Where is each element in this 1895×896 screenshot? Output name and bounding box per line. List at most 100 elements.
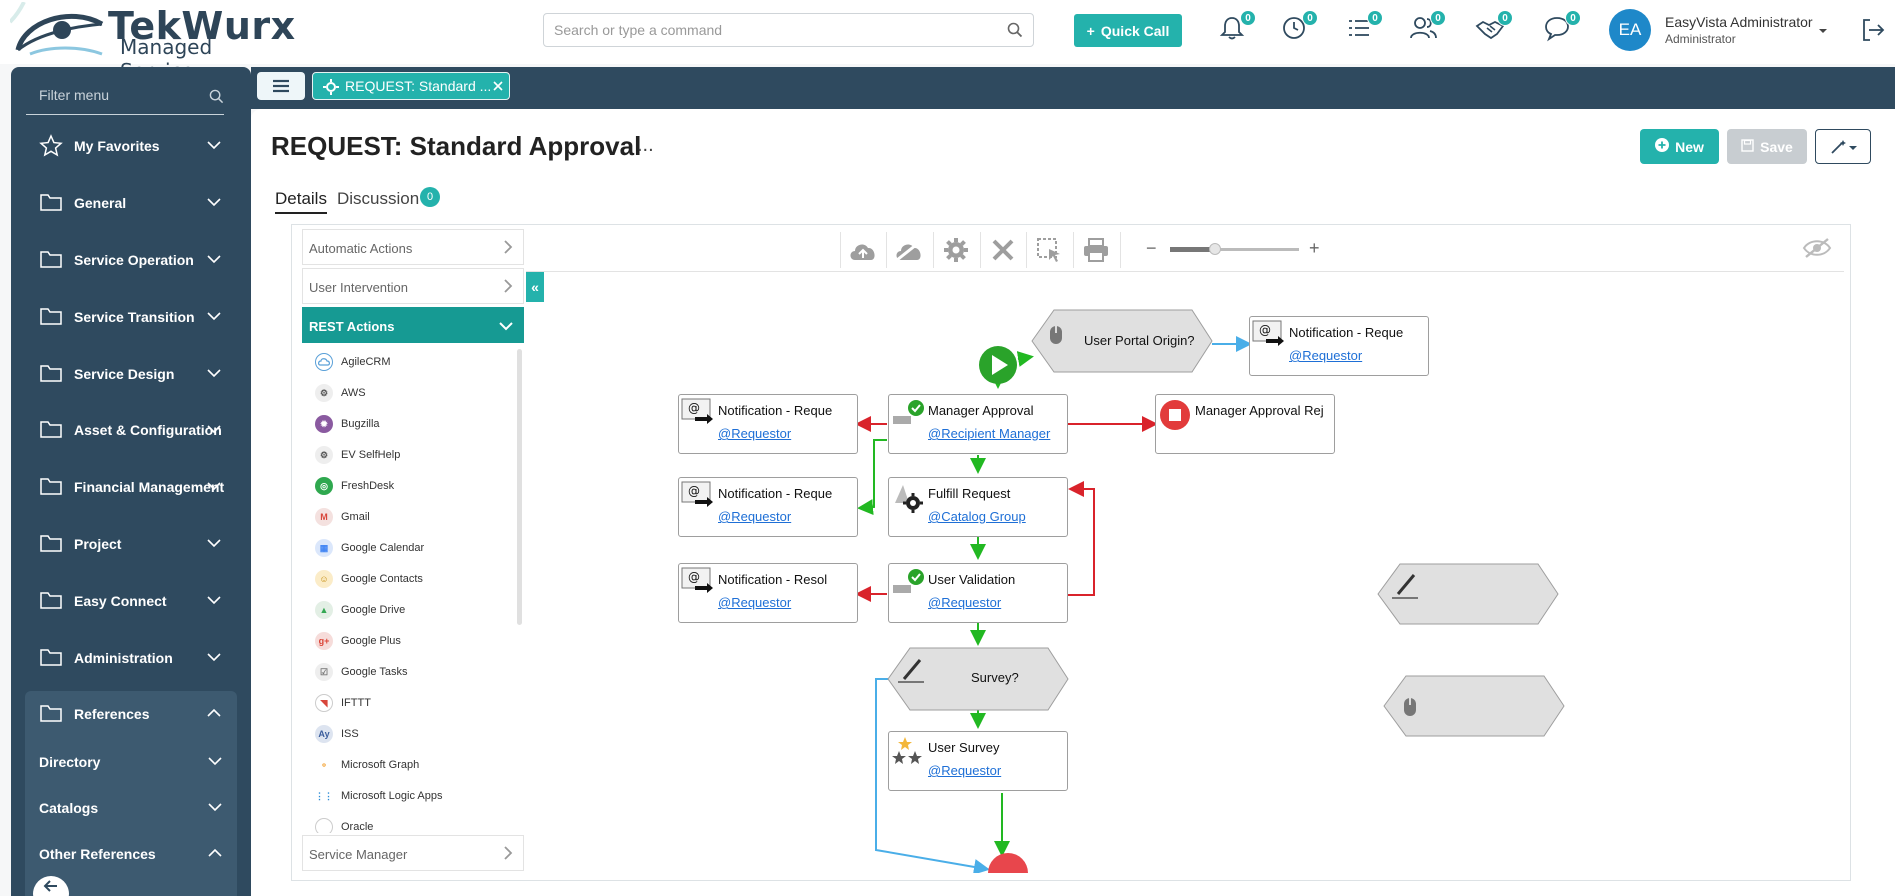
- sidebar-subitem-catalogs[interactable]: Catalogs: [25, 788, 237, 828]
- new-button[interactable]: New: [1640, 129, 1719, 164]
- list-item[interactable]: ☑Google Tasks: [315, 662, 407, 682]
- node-assignee-link[interactable]: @Recipient Manager: [928, 426, 1051, 441]
- node-notification-1[interactable]: @ Notification - Reque @Requestor: [678, 394, 858, 454]
- brand-logo[interactable]: TekWurx Managed Service: [8, 1, 295, 83]
- magic-wand-dropdown-button[interactable]: [1815, 129, 1871, 164]
- list-item[interactable]: Oracle: [315, 817, 373, 833]
- list-item[interactable]: ▲Google Drive: [315, 600, 405, 620]
- search-icon[interactable]: [209, 89, 224, 109]
- node-assignee-link[interactable]: @Requestor: [928, 763, 1002, 778]
- sidebar-back-button[interactable]: [33, 876, 69, 896]
- list-item[interactable]: ☺Google Contacts: [315, 569, 423, 589]
- logout-icon[interactable]: [1860, 17, 1886, 48]
- search-input[interactable]: Search or type a command: [554, 22, 723, 38]
- disconnect-button[interactable]: [886, 232, 930, 268]
- end-node[interactable]: [988, 853, 1028, 873]
- save-button[interactable]: Save: [1727, 129, 1807, 164]
- list-item[interactable]: g+Google Plus: [315, 631, 401, 651]
- start-node[interactable]: [979, 346, 1017, 384]
- sidebar-item-service-design[interactable]: Service Design: [11, 348, 251, 400]
- sidebar-item-project[interactable]: Project: [11, 518, 251, 570]
- node-fulfill-request[interactable]: Fulfill Request @Catalog Group: [888, 477, 1068, 537]
- node-assignee-link[interactable]: @Catalog Group: [928, 509, 1026, 524]
- delete-button[interactable]: [980, 232, 1024, 268]
- list-item[interactable]: ✹Bugzilla: [315, 414, 380, 434]
- collapse-palette-button[interactable]: «: [526, 272, 544, 302]
- upload-button[interactable]: [840, 232, 884, 268]
- user-name[interactable]: EasyVista Administrator: [1665, 14, 1813, 30]
- zoom-out-button[interactable]: −: [1146, 238, 1157, 258]
- sidebar-item-service-transition[interactable]: Service Transition: [11, 291, 251, 343]
- select-area-button[interactable]: [1026, 232, 1070, 268]
- list-item[interactable]: ▦Google Calendar: [315, 538, 424, 558]
- tab-details[interactable]: Details: [275, 189, 327, 214]
- sidebar-item-service-operation[interactable]: Service Operation: [11, 234, 251, 286]
- user-menu-caret-icon[interactable]: [1818, 22, 1828, 40]
- history-button[interactable]: 0: [1280, 10, 1318, 46]
- sidebar-subitem-directory[interactable]: Directory: [25, 742, 237, 782]
- node-assignee-link[interactable]: @Requestor: [928, 595, 1002, 610]
- palette-section-rest-actions[interactable]: REST Actions: [302, 307, 524, 343]
- node-assignee-link[interactable]: @Requestor: [1289, 348, 1363, 363]
- groups-button[interactable]: 0: [1408, 10, 1446, 46]
- list-item[interactable]: ◥IFTTT: [315, 693, 371, 713]
- sidebar-item-easy-connect[interactable]: Easy Connect: [11, 575, 251, 627]
- decision-survey[interactable]: [887, 647, 1069, 711]
- search-icon[interactable]: [1007, 22, 1023, 43]
- document-tab[interactable]: REQUEST: Standard ...: [312, 72, 510, 100]
- node-notification-2[interactable]: @ Notification - Reque @Requestor: [678, 477, 858, 537]
- filter-menu[interactable]: Filter menu: [26, 87, 224, 115]
- sidebar-item-administration[interactable]: Administration: [11, 632, 251, 684]
- quick-call-button[interactable]: + Quick Call: [1074, 14, 1182, 47]
- list-item[interactable]: ⋮⋮Microsoft Logic Apps: [315, 786, 443, 806]
- list-item[interactable]: ⚬Microsoft Graph: [315, 755, 419, 775]
- zoom-in-button[interactable]: +: [1309, 238, 1320, 258]
- print-button[interactable]: [1073, 232, 1117, 268]
- sidebar-item-my-favorites[interactable]: My Favorites: [11, 120, 251, 172]
- node-user-validation[interactable]: User Validation @Requestor: [888, 563, 1068, 623]
- node-manager-approval[interactable]: Manager Approval @Recipient Manager: [888, 394, 1068, 454]
- more-options-button[interactable]: ...: [637, 134, 654, 156]
- sidebar-item-financial-management[interactable]: Financial Management: [11, 461, 251, 513]
- list-item[interactable]: AgileCRM: [315, 352, 391, 372]
- notifications-button[interactable]: 0: [1218, 10, 1256, 46]
- decision-empty-1[interactable]: [1377, 563, 1559, 625]
- palette-section-user-intervention[interactable]: User Intervention: [302, 268, 524, 304]
- sidebar-subitem-other-references[interactable]: Other References: [25, 834, 237, 874]
- sidebar-item-asset-configuration[interactable]: Asset & Configuration: [11, 404, 251, 456]
- list-item[interactable]: ⚙EV SelfHelp: [315, 445, 400, 465]
- deals-button[interactable]: 0: [1475, 10, 1513, 46]
- sidebar-item-general[interactable]: General: [11, 177, 251, 229]
- settings-button[interactable]: [933, 232, 977, 268]
- filter-menu-input[interactable]: Filter menu: [39, 87, 110, 103]
- avatar[interactable]: EA: [1609, 9, 1651, 51]
- chat-button[interactable]: 0: [1543, 10, 1581, 46]
- zoom-slider[interactable]: [1170, 248, 1299, 251]
- node-manager-approval-rejected[interactable]: Manager Approval Rej: [1155, 394, 1335, 454]
- tasks-button[interactable]: 0: [1345, 10, 1383, 46]
- close-icon[interactable]: [492, 79, 504, 95]
- workflow-canvas[interactable]: User Portal Origin? Survey? @ Notificati…: [526, 272, 1844, 873]
- eye-slash-icon[interactable]: [1802, 237, 1832, 264]
- command-search[interactable]: Search or type a command: [543, 13, 1034, 47]
- node-assignee-link[interactable]: @Requestor: [718, 509, 792, 524]
- node-notification-top[interactable]: @ Notification - Reque @Requestor: [1249, 316, 1429, 376]
- palette-scrollbar[interactable]: [517, 349, 522, 625]
- node-assignee-link[interactable]: @Requestor: [718, 426, 792, 441]
- palette-section-automatic-actions[interactable]: Automatic Actions: [302, 229, 524, 265]
- zoom-slider-handle[interactable]: [1209, 243, 1221, 255]
- task-list-icon: [1349, 20, 1369, 36]
- node-user-survey[interactable]: User Survey @Requestor: [888, 731, 1068, 791]
- menu-toggle-button[interactable]: [257, 72, 305, 100]
- list-item[interactable]: ⚙AWS: [315, 383, 366, 403]
- decision-user-portal-origin[interactable]: [1031, 309, 1213, 373]
- palette-section-service-manager[interactable]: Service Manager: [302, 835, 524, 871]
- decision-empty-2[interactable]: [1383, 675, 1565, 737]
- node-assignee-link[interactable]: @Requestor: [718, 595, 792, 610]
- list-item[interactable]: ◎FreshDesk: [315, 476, 394, 496]
- sidebar-item-references[interactable]: References: [11, 688, 251, 740]
- node-notification-3[interactable]: @ Notification - Resol @Requestor: [678, 563, 858, 623]
- tab-discussion[interactable]: Discussion: [337, 189, 420, 208]
